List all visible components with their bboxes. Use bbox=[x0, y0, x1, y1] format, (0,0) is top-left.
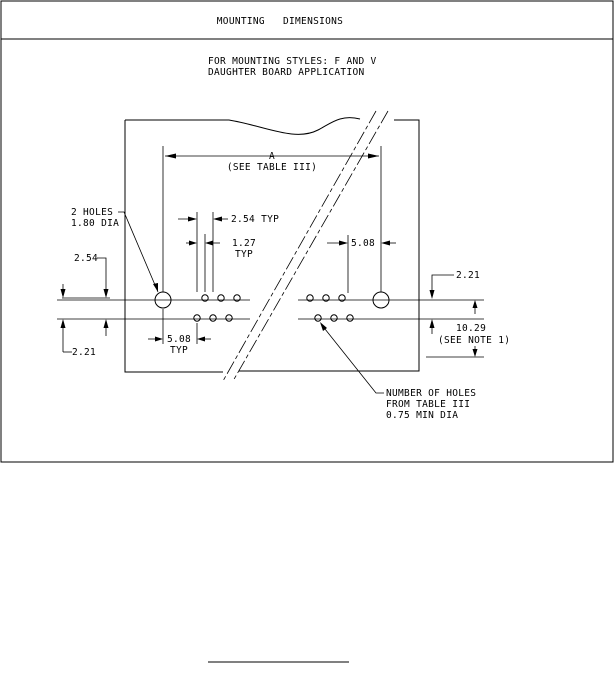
dim-a-arrow-left bbox=[165, 153, 176, 159]
board-outline bbox=[124, 117, 420, 373]
hole-dia-label: 1.80 DIA bbox=[71, 218, 119, 229]
contact-hole bbox=[217, 294, 225, 302]
contact-hole bbox=[209, 314, 217, 322]
dim-127-label: 1.27 bbox=[232, 238, 256, 249]
dim-221l-arrow-right bbox=[103, 319, 109, 328]
dim-127-arrow-l bbox=[189, 240, 197, 246]
dim-221r-arrow bbox=[429, 290, 435, 299]
dim-1029-arrow-a bbox=[472, 300, 478, 308]
contact-hole bbox=[306, 294, 314, 302]
dim-508r-arrow-r bbox=[381, 240, 390, 246]
contact-hole bbox=[322, 294, 330, 302]
two-holes-leader-arrow bbox=[153, 283, 158, 292]
dim-508typ-arrow-l bbox=[155, 336, 163, 342]
contact-hole bbox=[225, 314, 233, 322]
dim-254-arrow bbox=[103, 289, 109, 298]
dim-127-typ-label: TYP bbox=[235, 249, 253, 260]
dim-508-typ2-label: TYP bbox=[170, 345, 188, 356]
dim-508-right-label: 5.08 bbox=[351, 238, 375, 249]
drawing-border bbox=[0, 0, 614, 463]
dim-221r-leader bbox=[431, 274, 454, 290]
application-note: DAUGHTER BOARD APPLICATION bbox=[208, 67, 365, 78]
dim-254-typ-label: 2.54 TYP bbox=[231, 214, 279, 225]
dim-221-right-label: 2.21 bbox=[456, 270, 480, 281]
num-holes-leader bbox=[320, 323, 384, 394]
dim-508typ-arrow-r bbox=[197, 336, 205, 342]
num-holes-label-2: FROM TABLE III bbox=[386, 399, 470, 410]
num-holes-label-1: NUMBER OF HOLES bbox=[386, 388, 476, 399]
contact-hole bbox=[201, 294, 209, 302]
dim-1029-arrow-top bbox=[429, 319, 435, 328]
dim-254-arrow-up-left bbox=[60, 289, 66, 298]
dim-1029-arrow-b bbox=[472, 349, 478, 357]
dim-254typ-arrow-l bbox=[188, 216, 197, 222]
dim-a-label: A bbox=[269, 151, 275, 162]
see-note-label: (SEE NOTE 1) bbox=[438, 335, 510, 346]
num-holes-arrow bbox=[320, 322, 327, 331]
contact-hole bbox=[193, 314, 201, 322]
num-holes-label-3: 0.75 MIN DIA bbox=[386, 410, 458, 421]
contact-hole bbox=[338, 294, 346, 302]
contact-hole bbox=[314, 314, 322, 322]
dim-a-arrow-right bbox=[368, 153, 379, 159]
contact-hole bbox=[233, 294, 241, 302]
two-holes-label: 2 HOLES bbox=[71, 207, 113, 218]
dim-254typ-arrow-r bbox=[213, 216, 222, 222]
two-holes-leader bbox=[118, 211, 159, 293]
dim-508-typ-label: 5.08 bbox=[167, 334, 191, 345]
dim-1029-label: 10.29 bbox=[456, 323, 486, 334]
mounting-styles-note: FOR MOUNTING STYLES: F AND V bbox=[208, 56, 377, 67]
dim-221l-arrow-left bbox=[60, 319, 66, 328]
dim-508r-arrow-l bbox=[339, 240, 348, 246]
contact-hole bbox=[330, 314, 338, 322]
dim-221-left-label: 2.21 bbox=[72, 347, 96, 358]
dim-254-leader bbox=[97, 257, 107, 290]
see-table-label: (SEE TABLE III) bbox=[227, 162, 317, 173]
drawing-title: MOUNTING DIMENSIONS bbox=[217, 16, 343, 27]
dim-254-label: 2.54 bbox=[74, 253, 98, 264]
dim-127-arrow-r bbox=[205, 240, 213, 246]
contact-hole bbox=[346, 314, 354, 322]
